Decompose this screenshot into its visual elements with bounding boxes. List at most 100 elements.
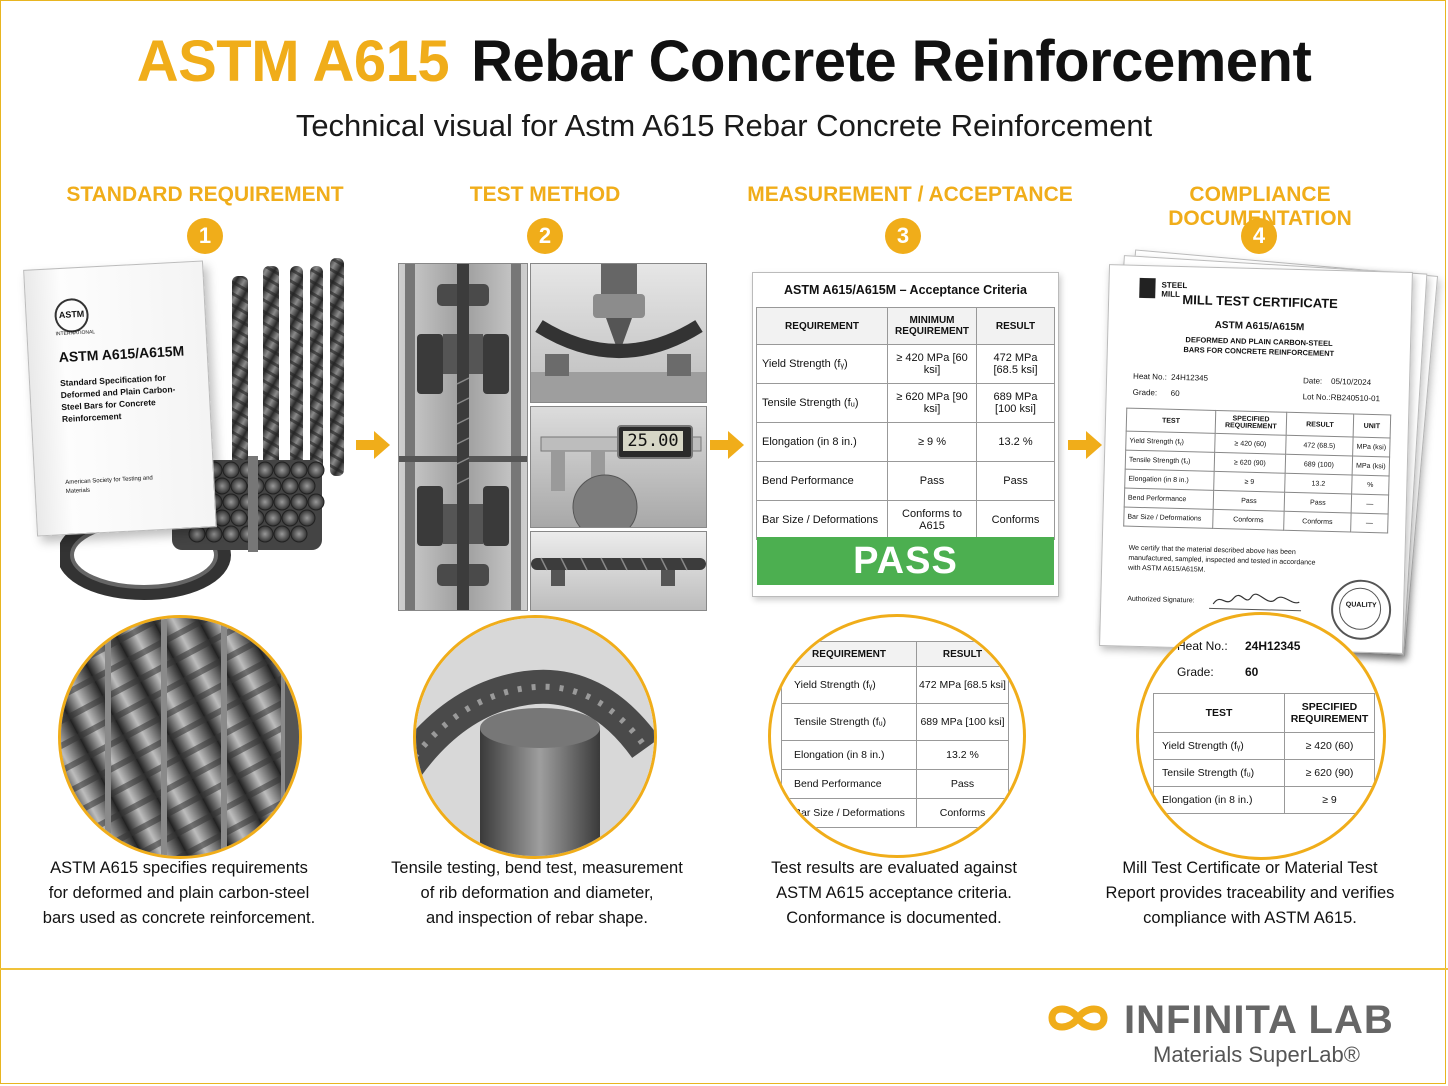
cell-minimum: ≥ 420 MPa [60 ksi] — [887, 344, 977, 384]
page-title: ASTM A615 Rebar Concrete Reinforcement — [0, 28, 1448, 95]
cell-minimum: Conforms to A615 — [887, 500, 977, 540]
cell-test: Yield Strength (fᵧ) — [1125, 431, 1216, 453]
page-subtitle: Technical visual for Astm A615 Rebar Con… — [295, 108, 1153, 143]
cell-test: Tensile Strength (fᵤ) — [1153, 759, 1285, 787]
brand-tagline: Materials SuperLab® — [1153, 1042, 1360, 1067]
certification-statement: We certify that the material described a… — [1128, 544, 1316, 574]
footer-divider — [0, 968, 1448, 970]
lot-value: RB240510-01 — [1330, 392, 1381, 404]
cell-test: Tensile Strength (fᵤ) — [1125, 450, 1215, 472]
book-title: ASTM A615/A615M — [58, 342, 185, 366]
book-intl: INTERNATIONAL — [55, 329, 96, 338]
certificate-title: MILL TEST CERTIFICATE — [1182, 292, 1339, 312]
caliper-reading: 25.00 — [623, 431, 683, 451]
results-zoom-circle: REQUIREMENT RESULT Yield Strength (fᵧ)47… — [768, 614, 1026, 858]
cell-spec: Conforms — [1212, 509, 1285, 531]
tensile-test-machine — [398, 263, 528, 611]
caption-line: Mill Test Certificate or Material Test — [1122, 859, 1378, 877]
bend-test-photo — [530, 263, 707, 403]
cell-requirement: Bend Performance — [781, 769, 917, 799]
heat-label: Heat No.: — [1133, 371, 1168, 382]
cell-result: Pass — [1284, 492, 1352, 514]
bent-rebar-closeup — [416, 618, 654, 856]
col-header: RESULT — [916, 641, 1009, 667]
rebar-ribs-closeup — [61, 618, 299, 856]
cell-spec: ≥ 620 (90) — [1284, 759, 1375, 787]
cell-spec: ≥ 620 (90) — [1214, 452, 1286, 474]
cell-minimum: Pass — [887, 461, 977, 501]
cell-requirement: Tensile Strength (fᵤ) — [756, 383, 888, 423]
table-row: Tensile Strength (fᵤ)≥ 620 (90) — [1153, 759, 1375, 787]
step-4-number: 4 — [1241, 218, 1277, 254]
cell-test: Bar Size / Deformations — [1123, 507, 1214, 529]
certificate-description: DEFORMED AND PLAIN CARBON-STEEL BARS FOR… — [1183, 335, 1335, 359]
step-2-number: 2 — [527, 218, 563, 254]
step-1-caption: ASTM A615 specifies requirements for def… — [14, 856, 344, 931]
cell-unit: MPa (ksi) — [1352, 456, 1390, 476]
caliper-photo: 25.00 — [530, 406, 707, 528]
cell-result: Conforms — [1283, 511, 1352, 533]
bend-test-illustration — [531, 264, 706, 402]
cell-result: Conforms — [976, 500, 1055, 540]
cell-test: Elongation (in 8 in.) — [1153, 786, 1285, 814]
step-4-caption: Mill Test Certificate or Material Test R… — [1085, 856, 1415, 931]
lot-label: Lot No.: — [1302, 392, 1331, 402]
col-header: TEST — [1153, 693, 1285, 733]
signature-label: Authorized Signature: — [1127, 595, 1195, 605]
rebar-closeup-circle — [58, 615, 302, 859]
cell-unit: MPa (ksi) — [1352, 437, 1391, 457]
cell-test: Elongation (in 8 in.) — [1124, 469, 1215, 491]
title-rest: Rebar Concrete Reinforcement — [471, 29, 1312, 94]
bend-closeup-circle — [413, 615, 657, 859]
arrow-right-icon — [710, 431, 746, 459]
cell-unit: — — [1351, 494, 1389, 514]
zoom-grade-value: 60 — [1245, 665, 1259, 679]
caption-line: Conformance is documented. — [786, 909, 1002, 927]
table-row: Bend Performance Pass Pass — [756, 461, 1055, 501]
caption-line: ASTM A615 specifies requirements — [50, 859, 308, 877]
caption-line: Test results are evaluated against — [771, 859, 1017, 877]
title-accent: ASTM A615 — [136, 29, 450, 94]
cell-requirement: Yield Strength (fᵧ) — [781, 666, 917, 704]
col-header: REQUIREMENT — [781, 641, 917, 667]
certificate-zoom-table: TEST SPECIFIED REQUIREMENT Yield Strengt… — [1153, 693, 1375, 814]
cell-result: Pass — [916, 769, 1009, 799]
cell-requirement: Bar Size / Deformations — [756, 500, 888, 540]
acceptance-title: ASTM A615/A615M – Acceptance Criteria — [784, 283, 1027, 297]
cell-spec: ≥ 420 (60) — [1214, 433, 1287, 455]
pass-verdict-banner: PASS — [757, 537, 1054, 585]
cell-result: 689 MPa [100 ksi] — [976, 383, 1055, 423]
book-publisher: American Society for Testing and Materia… — [65, 475, 153, 495]
zoom-heat-label: Heat No.: — [1177, 639, 1228, 653]
table-row: Yield Strength (fᵧ) ≥ 420 MPa [60 ksi] 4… — [756, 344, 1055, 384]
date-label: Date: — [1302, 376, 1323, 386]
cell-requirement: Elongation (in 8 in.) — [781, 740, 917, 770]
caption-line: Report provides traceability and verifie… — [1105, 884, 1395, 902]
cell-test: Yield Strength (fᵧ) — [1153, 732, 1285, 760]
arrow-right-icon — [1068, 431, 1104, 459]
caption-line: ASTM A615 acceptance criteria. — [776, 884, 1012, 902]
step-2-caption: Tensile testing, bend test, measurement … — [372, 856, 702, 931]
col-header: SPECIFIED REQUIREMENT — [1215, 410, 1287, 436]
quality-seal-icon: QUALITY — [1330, 579, 1392, 641]
table-row: Yield Strength (fᵧ)472 MPa [68.5 ksi] — [781, 666, 1009, 704]
cell-spec: ≥ 9 — [1284, 786, 1375, 814]
col-header: MINIMUM REQUIREMENT — [887, 307, 977, 345]
col-header: UNIT — [1353, 414, 1391, 439]
heat-value: 24H12345 — [1170, 372, 1209, 383]
col-header: TEST — [1126, 408, 1216, 434]
certificate-table: TEST SPECIFIED REQUIREMENT RESULT UNIT Y… — [1123, 408, 1391, 534]
cell-result: 689 MPa [100 ksi] — [916, 703, 1009, 741]
zoom-grade-label: Grade: — [1177, 665, 1214, 679]
caption-line: and inspection of rebar shape. — [426, 909, 648, 927]
seal-text: QUALITY — [1345, 601, 1377, 610]
step-3-heading: MEASUREMENT / ACCEPTANCE — [747, 183, 1073, 206]
cell-result: 472 (68.5) — [1285, 435, 1354, 457]
cell-unit: — — [1350, 513, 1389, 533]
step-3-number: 3 — [885, 218, 921, 254]
col-header: SPECIFIED REQUIREMENT — [1284, 693, 1375, 733]
col-header: RESULT — [976, 307, 1055, 345]
